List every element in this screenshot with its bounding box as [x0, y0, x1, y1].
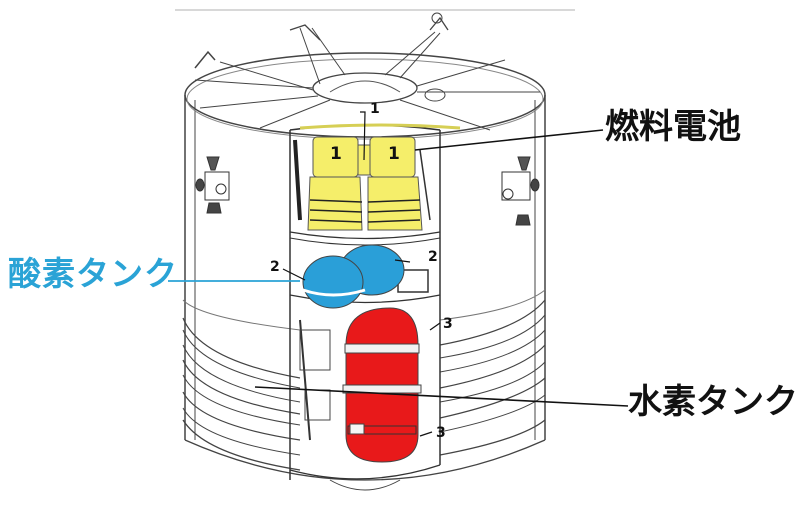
rcs-thruster-left — [195, 156, 230, 214]
rcs-thruster-right — [501, 156, 540, 226]
hydrogen-tanks — [342, 307, 422, 463]
callout-oxygen-right: 2 — [428, 249, 438, 265]
radiator-panels — [182, 289, 546, 491]
callout-oxygen-left: 2 — [270, 259, 280, 275]
cutaway-bay — [289, 124, 441, 480]
label-hydrogen-tank: 水素タンク — [628, 382, 798, 422]
callout-hydrogen-top: 3 — [443, 316, 453, 332]
callout-fuel-cell-top: 1 — [370, 101, 380, 117]
callout-fuel-cell-left: 1 — [330, 144, 342, 164]
fuel-cells — [299, 123, 461, 231]
label-oxygen-tank: 酸素タンク — [8, 254, 178, 293]
cylinder-body — [184, 12, 546, 440]
label-fuel-cell: 燃料電池 — [605, 107, 741, 147]
oxygen-tanks — [302, 244, 405, 309]
leader-lines — [168, 111, 629, 437]
callout-hydrogen-bottom: 3 — [436, 425, 446, 441]
callout-fuel-cell-right: 1 — [388, 144, 400, 164]
